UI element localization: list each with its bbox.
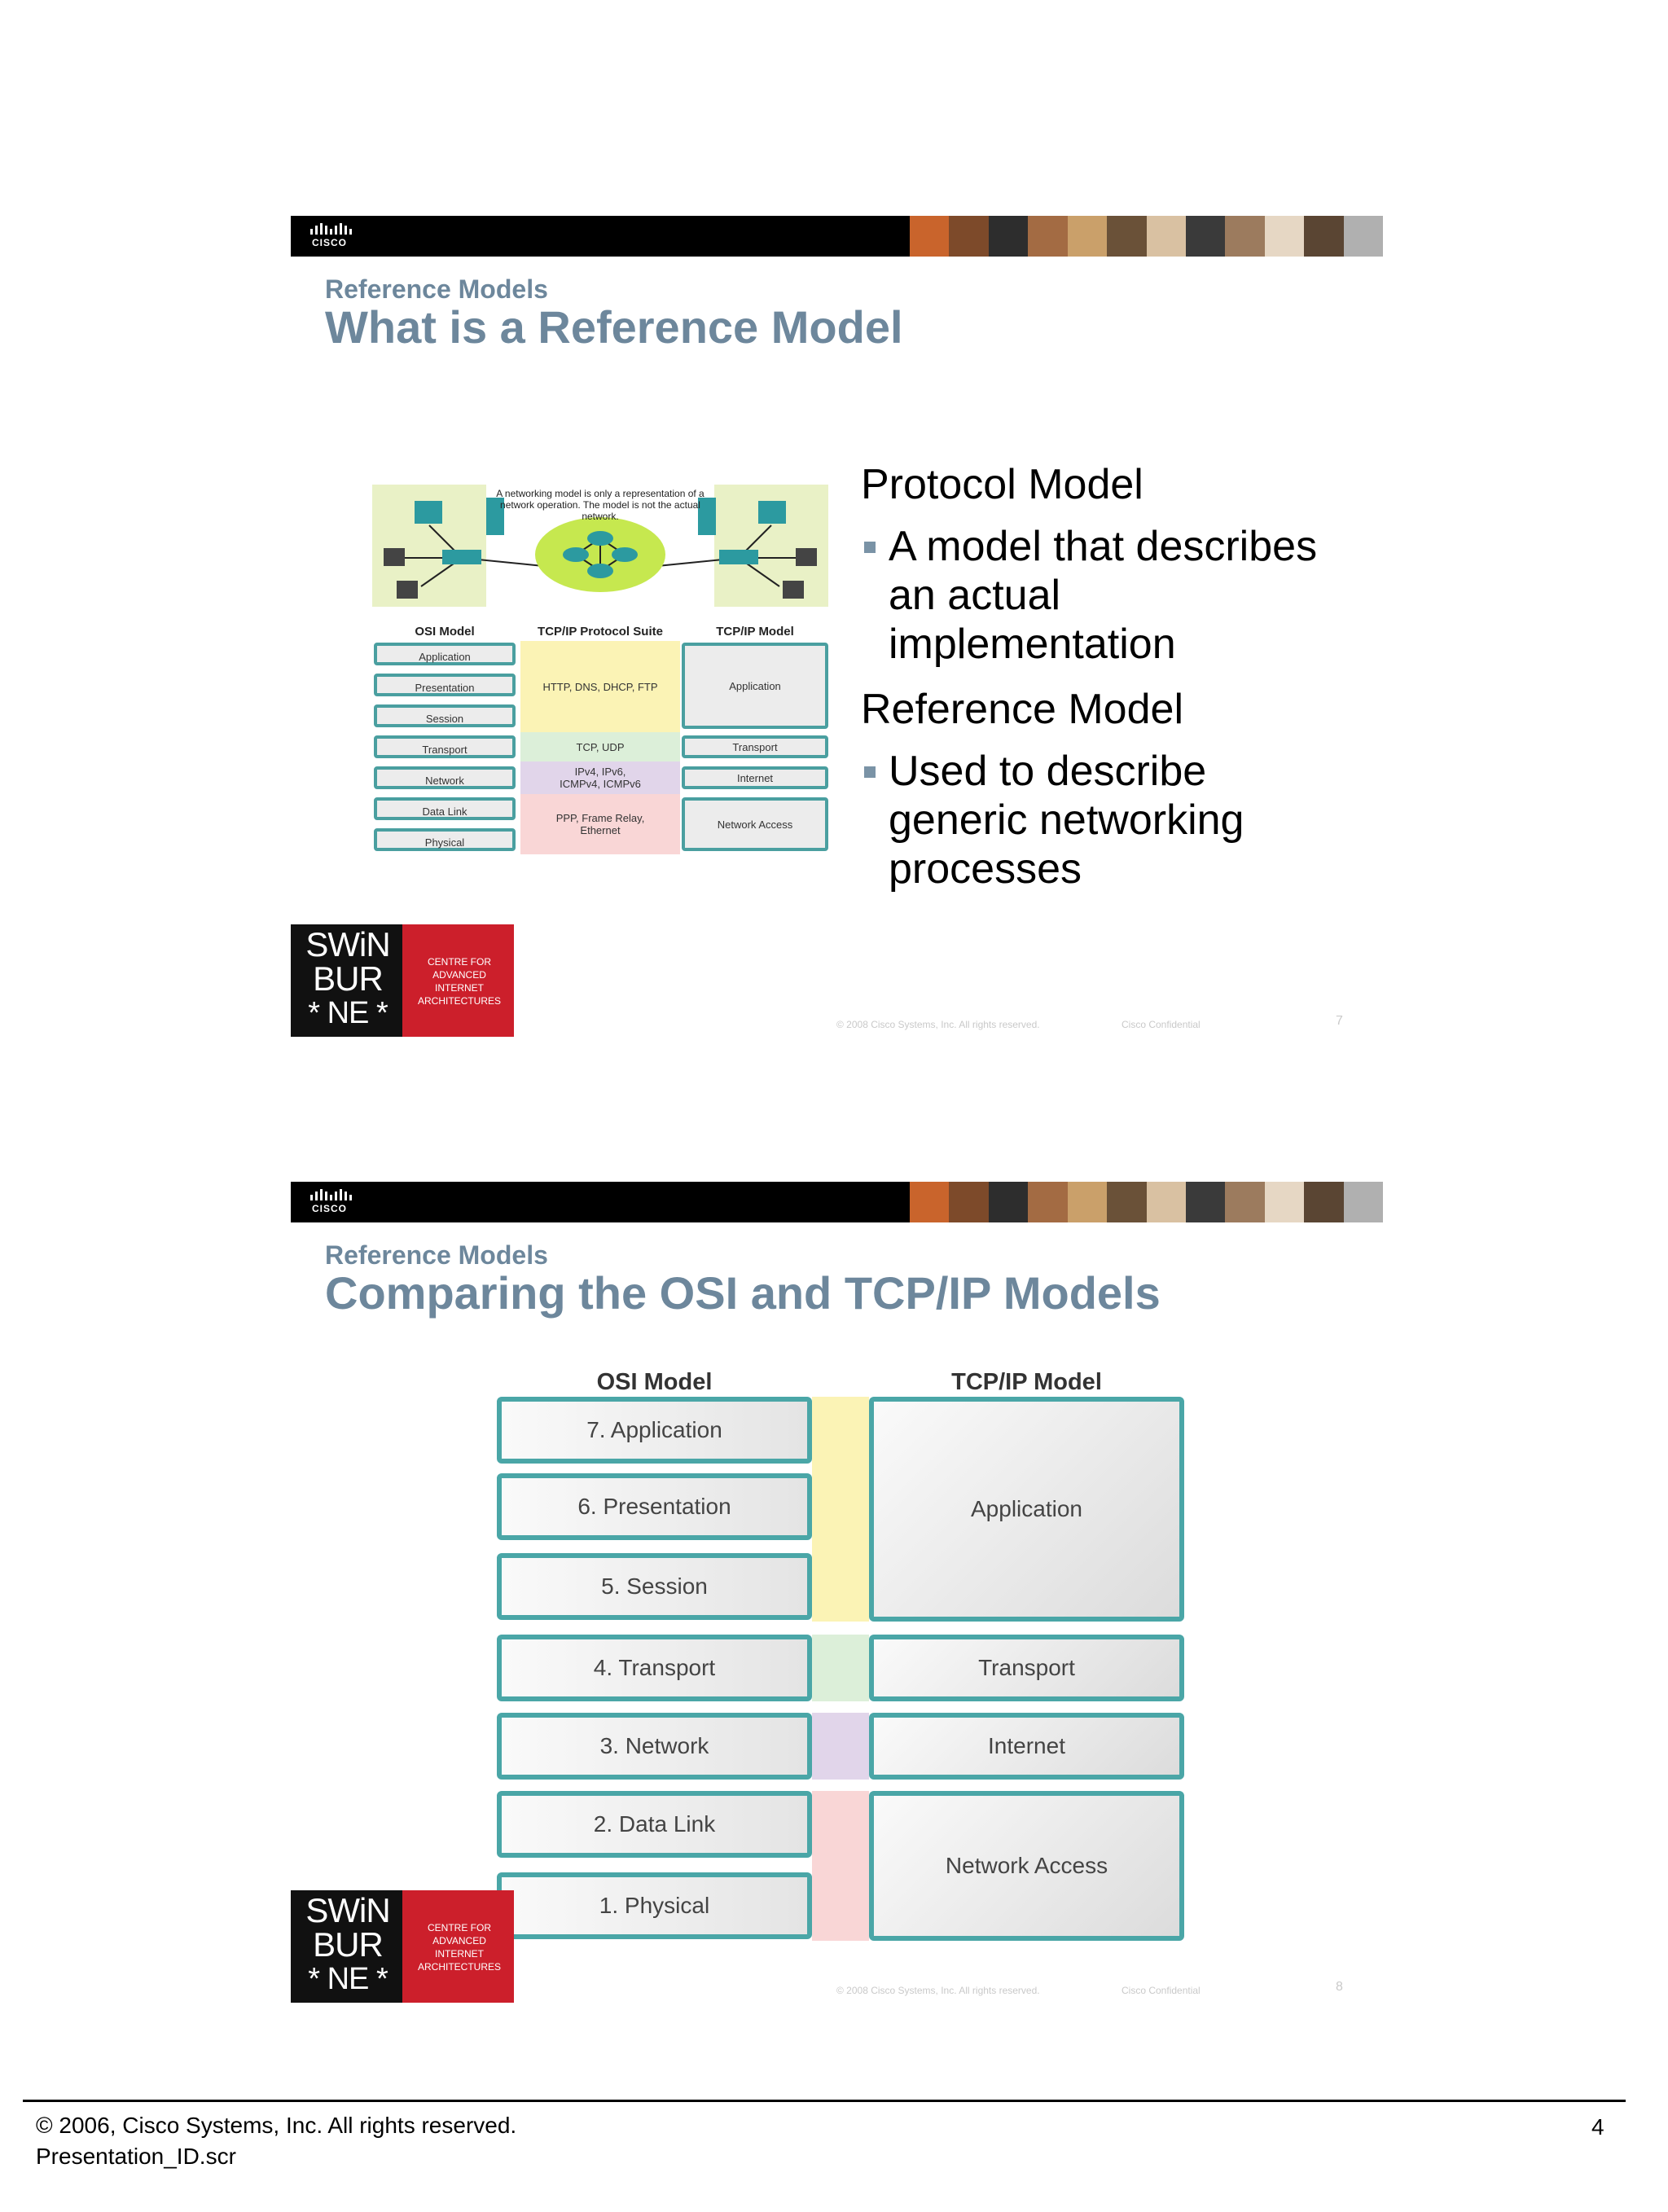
footer-copyright: © 2006, Cisco Systems, Inc. All rights r…: [36, 2113, 517, 2138]
footer-page-number: 4: [1591, 2114, 1604, 2140]
osi-layer-box: Physical: [374, 828, 516, 851]
figure-header-suite: TCP/IP Protocol Suite: [538, 625, 663, 639]
figure-caption: A networking model is only a representat…: [496, 488, 705, 522]
suite-band-transport: TCP, UDP: [520, 732, 680, 761]
osi-layer-2: 2. Data Link: [497, 1791, 812, 1858]
slide-header-bar: CISCO: [291, 216, 1383, 257]
photo-strip: [910, 216, 1383, 257]
bullet-item: Used to describe generic networking proc…: [861, 747, 1350, 893]
router-icons: [563, 531, 638, 578]
photo-strip: [910, 1182, 1383, 1222]
suite-band-internet: IPv4, IPv6, ICMPv4, ICMPv6: [520, 761, 680, 794]
osi-layer-box: Network: [374, 766, 516, 789]
swinburne-logo: SWiN BUR * NE * CENTRE FOR ADVANCED INTE…: [291, 1890, 514, 2003]
bullet-square-icon: [864, 766, 876, 778]
bullet-heading: Protocol Model: [861, 461, 1143, 508]
slide-2: CISCO Reference Models Comparing the OSI…: [291, 1182, 1383, 2029]
osi-column-header: OSI Model: [596, 1369, 713, 1395]
suite-band-application: HTTP, DNS, DHCP, FTP: [520, 641, 680, 732]
osi-layer-box: Session: [374, 704, 516, 727]
osi-layer-6: 6. Presentation: [497, 1473, 812, 1540]
bullet-heading: Reference Model: [861, 686, 1183, 733]
cisco-wordmark: CISCO: [312, 1203, 348, 1214]
band-application: [812, 1397, 869, 1622]
tcp-layer-application: Application: [869, 1397, 1184, 1622]
osi-layer-3: 3. Network: [497, 1713, 812, 1780]
tcp-layer-transport: Transport: [869, 1635, 1184, 1701]
tcp-layer-box: Internet: [682, 766, 828, 789]
osi-layer-box: Presentation: [374, 674, 516, 696]
cisco-wordmark: CISCO: [312, 237, 348, 248]
footer-filename: Presentation_ID.scr: [36, 2144, 236, 2169]
slide-number: 8: [1336, 1980, 1343, 1994]
osi-layer-box: Application: [374, 643, 516, 665]
figure-header-tcp: TCP/IP Model: [716, 625, 794, 639]
osi-layer-box: Data Link: [374, 797, 516, 820]
slide-1: CISCO Reference Models What is a Referen…: [291, 216, 1383, 1063]
bullet-square-icon: [864, 542, 876, 553]
suite-band-network-access: PPP, Frame Relay, Ethernet: [520, 794, 680, 854]
tcp-layer-box: Application: [682, 643, 828, 729]
tcp-column-header: TCP/IP Model: [951, 1369, 1102, 1395]
band-transport: [812, 1635, 869, 1701]
tcp-layer-box: Network Access: [682, 797, 828, 851]
slide-copyright: © 2008 Cisco Systems, Inc. All rights re…: [836, 1985, 1040, 1996]
cisco-bars-icon: [310, 1189, 352, 1200]
tcp-layer-internet: Internet: [869, 1713, 1184, 1780]
bullet-item: A model that describes an actual impleme…: [861, 522, 1350, 669]
osi-layer-4: 4. Transport: [497, 1635, 812, 1701]
band-internet: [812, 1713, 869, 1780]
slide-header-bar: CISCO: [291, 1182, 1383, 1222]
reference-model-figure: A networking model is only a representat…: [372, 485, 828, 859]
cisco-logo: CISCO: [309, 223, 353, 249]
network-illustration: A networking model is only a representat…: [372, 485, 828, 615]
slide-copyright: © 2008 Cisco Systems, Inc. All rights re…: [836, 1019, 1040, 1030]
tcp-layer-box: Transport: [682, 735, 828, 758]
footer-divider: [23, 2100, 1626, 2102]
slide-title: Comparing the OSI and TCP/IP Models: [325, 1267, 1161, 1319]
slide-confidential: Cisco Confidential: [1122, 1985, 1201, 1996]
slide-confidential: Cisco Confidential: [1122, 1019, 1201, 1030]
bullet-list: Protocol Model A model that describes an…: [861, 460, 1350, 910]
figure-header-osi: OSI Model: [415, 625, 475, 639]
network-topology-icon: [384, 498, 817, 599]
cisco-logo: CISCO: [309, 1189, 353, 1215]
tcp-layer-network-access: Network Access: [869, 1791, 1184, 1941]
section-label: Reference Models: [325, 274, 548, 304]
band-network-access: [812, 1791, 869, 1941]
swinburne-logo: SWiN BUR * NE * CENTRE FOR ADVANCED INTE…: [291, 924, 514, 1037]
osi-layer-box: Transport: [374, 735, 516, 758]
osi-layer-7: 7. Application: [497, 1397, 812, 1464]
slide-number: 7: [1336, 1014, 1343, 1028]
section-label: Reference Models: [325, 1240, 548, 1270]
cisco-bars-icon: [310, 223, 352, 235]
osi-layer-1: 1. Physical: [497, 1872, 812, 1939]
slide-title: What is a Reference Model: [325, 301, 903, 353]
osi-layer-5: 5. Session: [497, 1553, 812, 1620]
